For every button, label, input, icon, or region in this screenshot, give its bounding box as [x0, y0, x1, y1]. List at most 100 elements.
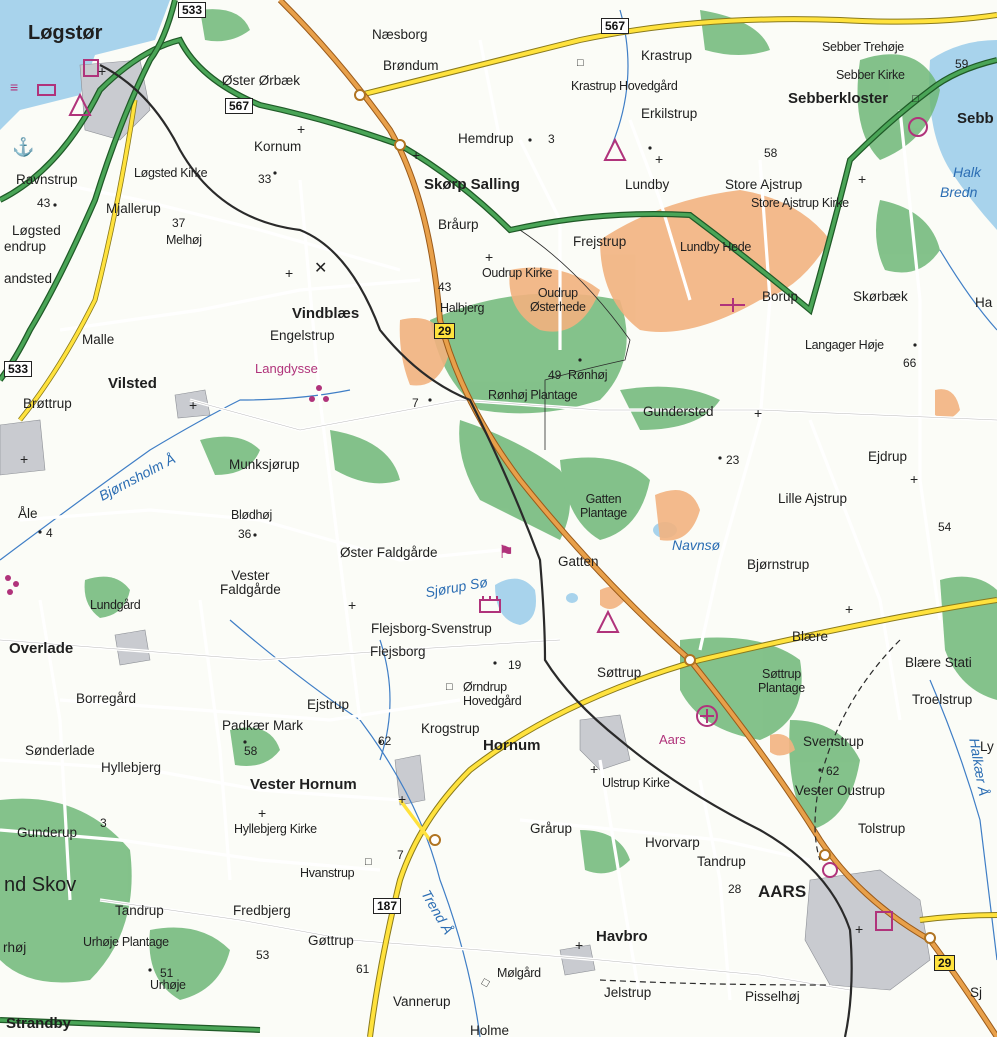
place-label[interactable]: Mjallerup [106, 201, 161, 216]
place-label[interactable]: Vilsted [108, 375, 157, 392]
place-label[interactable]: Jelstrup [604, 985, 652, 1000]
place-label[interactable]: Borup [762, 289, 799, 304]
church-icon[interactable]: + [858, 171, 867, 187]
place-label[interactable]: Vester Hornum [250, 776, 357, 793]
place-label[interactable]: Gatten [558, 554, 599, 569]
church-icon[interactable]: + [398, 791, 407, 807]
place-label[interactable]: Sebberkloster [788, 90, 889, 107]
flag-icon[interactable]: ⚑ [498, 542, 515, 562]
place-label[interactable]: Blære Stati [905, 655, 972, 670]
place-label[interactable]: Ørndrup Hovedgård [463, 680, 522, 708]
place-label[interactable]: Hemdrup [458, 131, 514, 146]
place-label[interactable]: Ly [980, 739, 994, 754]
place-label[interactable]: Langager Høje [805, 338, 884, 352]
place-label[interactable]: Halbjerg [440, 301, 485, 315]
place-label[interactable]: Lundgård [90, 598, 141, 612]
place-label[interactable]: Brøndum [383, 58, 439, 73]
place-label[interactable]: Sønderlade [25, 743, 95, 758]
place-label[interactable]: Borregård [76, 691, 137, 706]
place-label[interactable]: Flejsborg-Svenstrup [371, 621, 492, 636]
church-icon[interactable]: + [855, 921, 864, 937]
place-label[interactable]: Overlade [9, 640, 74, 657]
church-icon[interactable]: + [590, 761, 599, 777]
place-label[interactable]: Krastrup [641, 48, 693, 63]
place-label[interactable]: Gundersted [643, 404, 714, 419]
place-label[interactable]: Tolstrup [858, 821, 906, 836]
place-label[interactable]: Sj [970, 985, 983, 1000]
church-icon[interactable]: + [575, 937, 584, 953]
place-label[interactable]: Hornum [483, 737, 541, 754]
place-label[interactable]: Flejsborg [370, 644, 426, 659]
place-label[interactable]: Hyllebjerg Kirke [234, 822, 317, 836]
place-label[interactable]: Munksjørup [229, 457, 300, 472]
place-label[interactable]: Hyllebjerg [101, 760, 162, 775]
place-label[interactable]: Troelstrup [912, 692, 973, 707]
manor-icon[interactable]: □ [365, 856, 372, 868]
place-label[interactable]: Sebber Kirke [836, 68, 905, 82]
church-icon[interactable]: + [655, 151, 664, 167]
place-label[interactable]: Pisselhøj [745, 989, 800, 1004]
place-label[interactable]: Vannerup [393, 994, 451, 1009]
place-label[interactable]: Ulstrup Kirke [602, 776, 670, 790]
monument-label[interactable]: Langdysse [255, 361, 318, 376]
place-label[interactable]: Svenstrup [803, 734, 864, 749]
place-label[interactable]: Hvanstrup [300, 866, 355, 880]
place-label[interactable]: Grårup [530, 821, 573, 836]
church-icon[interactable]: + [20, 451, 29, 467]
manor-icon[interactable]: □ [446, 681, 453, 693]
place-label[interactable]: Ravnstrup [16, 172, 78, 187]
place-label[interactable]: Løgsted Kirke [134, 166, 208, 180]
town-label[interactable]: AARS [758, 882, 807, 901]
manor-icon[interactable]: □ [577, 57, 584, 69]
place-label[interactable]: Ha [975, 295, 993, 310]
place-label[interactable]: Gunderup [17, 825, 78, 840]
place-label[interactable]: Sebber Trehøje [822, 40, 904, 54]
place-label[interactable]: Havbro [596, 928, 648, 945]
place-label[interactable]: Vester Faldgårde [220, 568, 281, 597]
place-label[interactable]: Skørbæk [853, 289, 908, 304]
place-label[interactable]: Rønhøj [568, 368, 608, 382]
place-label[interactable]: Bjørnstrup [747, 557, 810, 572]
church-icon[interactable]: + [845, 601, 854, 617]
place-label[interactable]: Tandrup [697, 854, 746, 869]
place-label[interactable]: Store Ajstrup [725, 177, 803, 192]
manor-icon[interactable]: □ [912, 93, 919, 105]
church-icon[interactable]: + [297, 121, 306, 137]
place-label[interactable]: andsted [4, 271, 53, 286]
place-label[interactable]: Kornum [254, 139, 302, 154]
place-label[interactable]: Strandby [6, 1015, 72, 1032]
harbour-icon[interactable]: ⚓ [12, 137, 35, 157]
place-label[interactable]: Urhøje [150, 978, 186, 992]
place-label[interactable]: Engelstrup [270, 328, 335, 343]
place-label[interactable]: Løgstør [28, 22, 103, 44]
place-label[interactable]: Melhøj [166, 233, 202, 247]
place-label[interactable]: Hvorvarp [645, 835, 700, 850]
place-label[interactable]: Søttrup [597, 665, 642, 680]
place-label[interactable]: Malle [82, 332, 115, 347]
place-label[interactable]: Fredbjerg [233, 903, 291, 918]
church-icon[interactable]: + [910, 471, 919, 487]
place-label[interactable]: Øster Ørbæk [222, 73, 301, 88]
place-label[interactable]: Lundby [625, 177, 670, 192]
place-label[interactable]: Erkilstrup [641, 106, 698, 121]
place-label[interactable]: Skørp Salling [424, 176, 520, 193]
place-label[interactable]: Øster Faldgårde [340, 545, 438, 560]
place-label[interactable]: Padkær Mark [222, 718, 304, 733]
windmill-icon[interactable]: ✕ [314, 260, 328, 277]
place-label[interactable]: Frejstrup [573, 234, 627, 249]
place-label[interactable]: Sebb [957, 110, 994, 127]
place-label[interactable]: Ejdrup [868, 449, 908, 464]
place-label[interactable]: Mølgård [497, 966, 541, 980]
place-label[interactable]: Brøttrup [23, 396, 72, 411]
place-label[interactable]: Gøttrup [308, 933, 354, 948]
church-icon[interactable]: + [754, 405, 763, 421]
place-label[interactable]: Krogstrup [421, 721, 480, 736]
beach-icon[interactable]: ≡ [10, 79, 19, 95]
place-label[interactable]: Oudrup Kirke [482, 266, 553, 280]
place-label[interactable]: Blære [792, 629, 829, 644]
church-icon[interactable]: + [285, 265, 294, 281]
place-label[interactable]: Bråurp [438, 217, 479, 232]
church-icon[interactable]: + [412, 147, 421, 163]
place-label[interactable]: Vester Oustrup [795, 783, 886, 798]
